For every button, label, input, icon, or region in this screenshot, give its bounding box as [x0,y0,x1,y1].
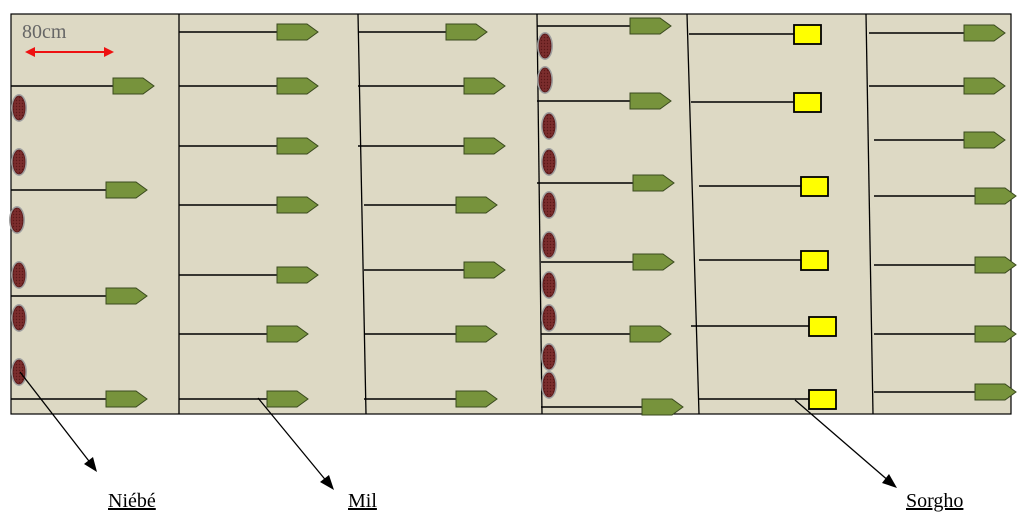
mil-panicle-icon [629,17,672,35]
field-background [10,13,1012,415]
niebe-label: Niébé [108,490,156,512]
mil-panicle-icon [963,24,1006,42]
mil-panicle-icon [963,77,1006,95]
mil-panicle-icon [105,181,148,199]
niebe-plant-icon [542,344,556,370]
mil-panicle-icon [963,131,1006,149]
sorgho-head-icon [800,250,829,271]
mil-callout-head [320,475,334,490]
mil-label: Mil [348,490,377,512]
mil-panicle-icon [629,92,672,110]
plot-divider [865,13,874,415]
mil-panicle-icon [445,23,488,41]
mil-panicle-icon [974,187,1017,205]
sorgho-head-icon [800,176,829,197]
niebe-plant-icon [12,262,26,288]
sorgho-head-icon [808,316,837,337]
niebe-plant-icon [542,372,556,398]
niebe-plant-icon [538,67,552,93]
niebe-plant-icon [542,113,556,139]
sorgho-callout-line [794,399,891,483]
niebe-plant-icon [12,149,26,175]
callout-arrows [19,371,897,490]
niebe-plant-icon [12,359,26,385]
sorgho-head-icon [808,389,837,410]
niebe-callout-line [19,371,93,466]
sorgho-label: Sorgho [906,490,963,512]
mil-panicle-icon [455,325,498,343]
mil-panicle-icon [632,253,675,271]
sorgho-head-icon [793,92,822,113]
mil-panicle-icon [112,77,155,95]
mil-panicle-icon [266,390,309,408]
mil-panicle-icon [455,196,498,214]
niebe-plant-icon [542,149,556,175]
mil-panicle-icon [463,77,506,95]
scale-arrow-right-head [104,47,114,57]
niebe-plant-icon [542,305,556,331]
niebe-plant-icon [542,232,556,258]
sorgho-head-icon [793,24,822,45]
mil-panicle-icon [276,137,319,155]
scale-label: 80cm [22,21,67,43]
scale-arrow-left-head [25,47,35,57]
mil-panicle-icon [974,325,1017,343]
mil-panicle-icon [455,390,498,408]
niebe-plant-icon [538,33,552,59]
mil-panicle-icon [105,390,148,408]
mil-panicle-icon [276,266,319,284]
mil-panicle-icon [463,137,506,155]
mil-panicle-icon [632,174,675,192]
mil-panicle-icon [974,256,1017,274]
mil-panicle-icon [463,261,506,279]
mil-panicle-icon [105,287,148,305]
mil-panicle-icon [266,325,309,343]
plot-divider [357,13,367,415]
plant-rows [11,17,1017,416]
niebe-plants [9,32,557,399]
niebe-plant-icon [542,272,556,298]
mil-callout-line [257,397,329,484]
mil-panicle-icon [974,383,1017,401]
sorgho-callout-head [882,474,897,488]
mil-panicle-icon [276,196,319,214]
mil-panicle-icon [276,23,319,41]
niebe-plant-icon [542,192,556,218]
mil-panicle-icon [629,325,672,343]
niebe-callout-head [84,457,97,472]
niebe-plant-icon [10,207,24,233]
scale-indicator: 80cm [22,21,114,57]
mil-panicle-icon [276,77,319,95]
niebe-plant-icon [12,95,26,121]
niebe-plant-icon [12,305,26,331]
mil-panicle-icon [641,398,684,416]
plot-divider [686,13,700,415]
